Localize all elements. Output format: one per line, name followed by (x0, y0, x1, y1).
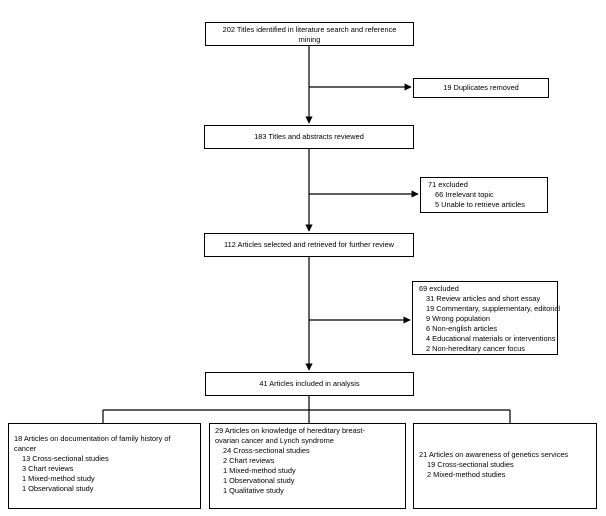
exclusion-box-1: 71 excluded 66 Irrelevant topic 5 Unable… (420, 177, 548, 213)
documentation-item: 3 Chart reviews (22, 464, 74, 473)
exclusion-2-item: 31 Review articles and short essay (426, 294, 541, 303)
included-analysis-text: 41 Articles included in analysis (259, 379, 360, 388)
exclusion-1-item: 66 Irrelevant topic (435, 190, 494, 199)
records-identified-text: 202 Titles identified in literature sear… (222, 25, 397, 34)
exclusion-box-2: 69 excluded 31 Review articles and short… (412, 281, 561, 355)
articles-retrieved-box: 112 Articles selected and retrieved for … (204, 233, 414, 257)
knowledge-item: 1 Mixed-method study (223, 466, 296, 475)
knowledge-box: 29 Articles on knowledge of hereditary b… (209, 423, 406, 509)
duplicates-text: 19 Duplicates removed (443, 83, 519, 92)
awareness-title: 21 Articles on awareness of genetics ser… (419, 450, 569, 459)
documentation-title-cont: cancer (14, 444, 37, 453)
exclusion-2-title: 69 excluded (419, 284, 459, 293)
knowledge-title-cont: ovarian cancer and Lynch syndrome (215, 436, 334, 445)
exclusion-2-item: 6 Non-english articles (426, 324, 498, 333)
exclusion-1-item: 5 Unable to retrieve articles (435, 200, 525, 209)
exclusion-2-item: 19 Commentary, supplementary, editorial (426, 304, 561, 313)
exclusion-2-item: 4 Educational materials or interventions (426, 334, 556, 343)
included-analysis-box: 41 Articles included in analysis (205, 372, 414, 396)
knowledge-item: 24 Cross-sectional studies (223, 446, 310, 455)
awareness-item: 2 Mixed-method studies (427, 470, 506, 479)
records-identified-text-cont: mining (298, 35, 321, 44)
awareness-box: 21 Articles on awareness of genetics ser… (413, 423, 597, 509)
articles-retrieved-text: 112 Articles selected and retrieved for … (224, 240, 394, 249)
exclusion-1-title: 71 excluded (428, 180, 468, 189)
exclusion-2-item: 2 Non-hereditary cancer focus (426, 344, 526, 353)
documentation-item: 1 Observational study (22, 484, 94, 493)
awareness-item: 19 Cross-sectional studies (427, 460, 514, 469)
titles-abstracts-text: 183 Titles and abstracts reviewed (254, 132, 364, 141)
documentation-item: 1 Mixed-method study (22, 474, 95, 483)
exclusion-2-item: 9 Wrong population (426, 314, 490, 323)
documentation-box: 18 Articles on documentation of family h… (8, 423, 201, 509)
knowledge-item: 2 Chart reviews (223, 456, 275, 465)
knowledge-title: 29 Articles on knowledge of hereditary b… (215, 426, 365, 435)
knowledge-item: 1 Qualitative study (223, 486, 284, 495)
duplicates-box: 19 Duplicates removed (413, 78, 549, 98)
documentation-item: 13 Cross-sectional studies (22, 454, 109, 463)
documentation-title: 18 Articles on documentation of family h… (14, 434, 171, 443)
knowledge-item: 1 Observational study (223, 476, 295, 485)
titles-abstracts-box: 183 Titles and abstracts reviewed (204, 125, 414, 149)
records-identified-box: 202 Titles identified in literature sear… (205, 22, 414, 46)
